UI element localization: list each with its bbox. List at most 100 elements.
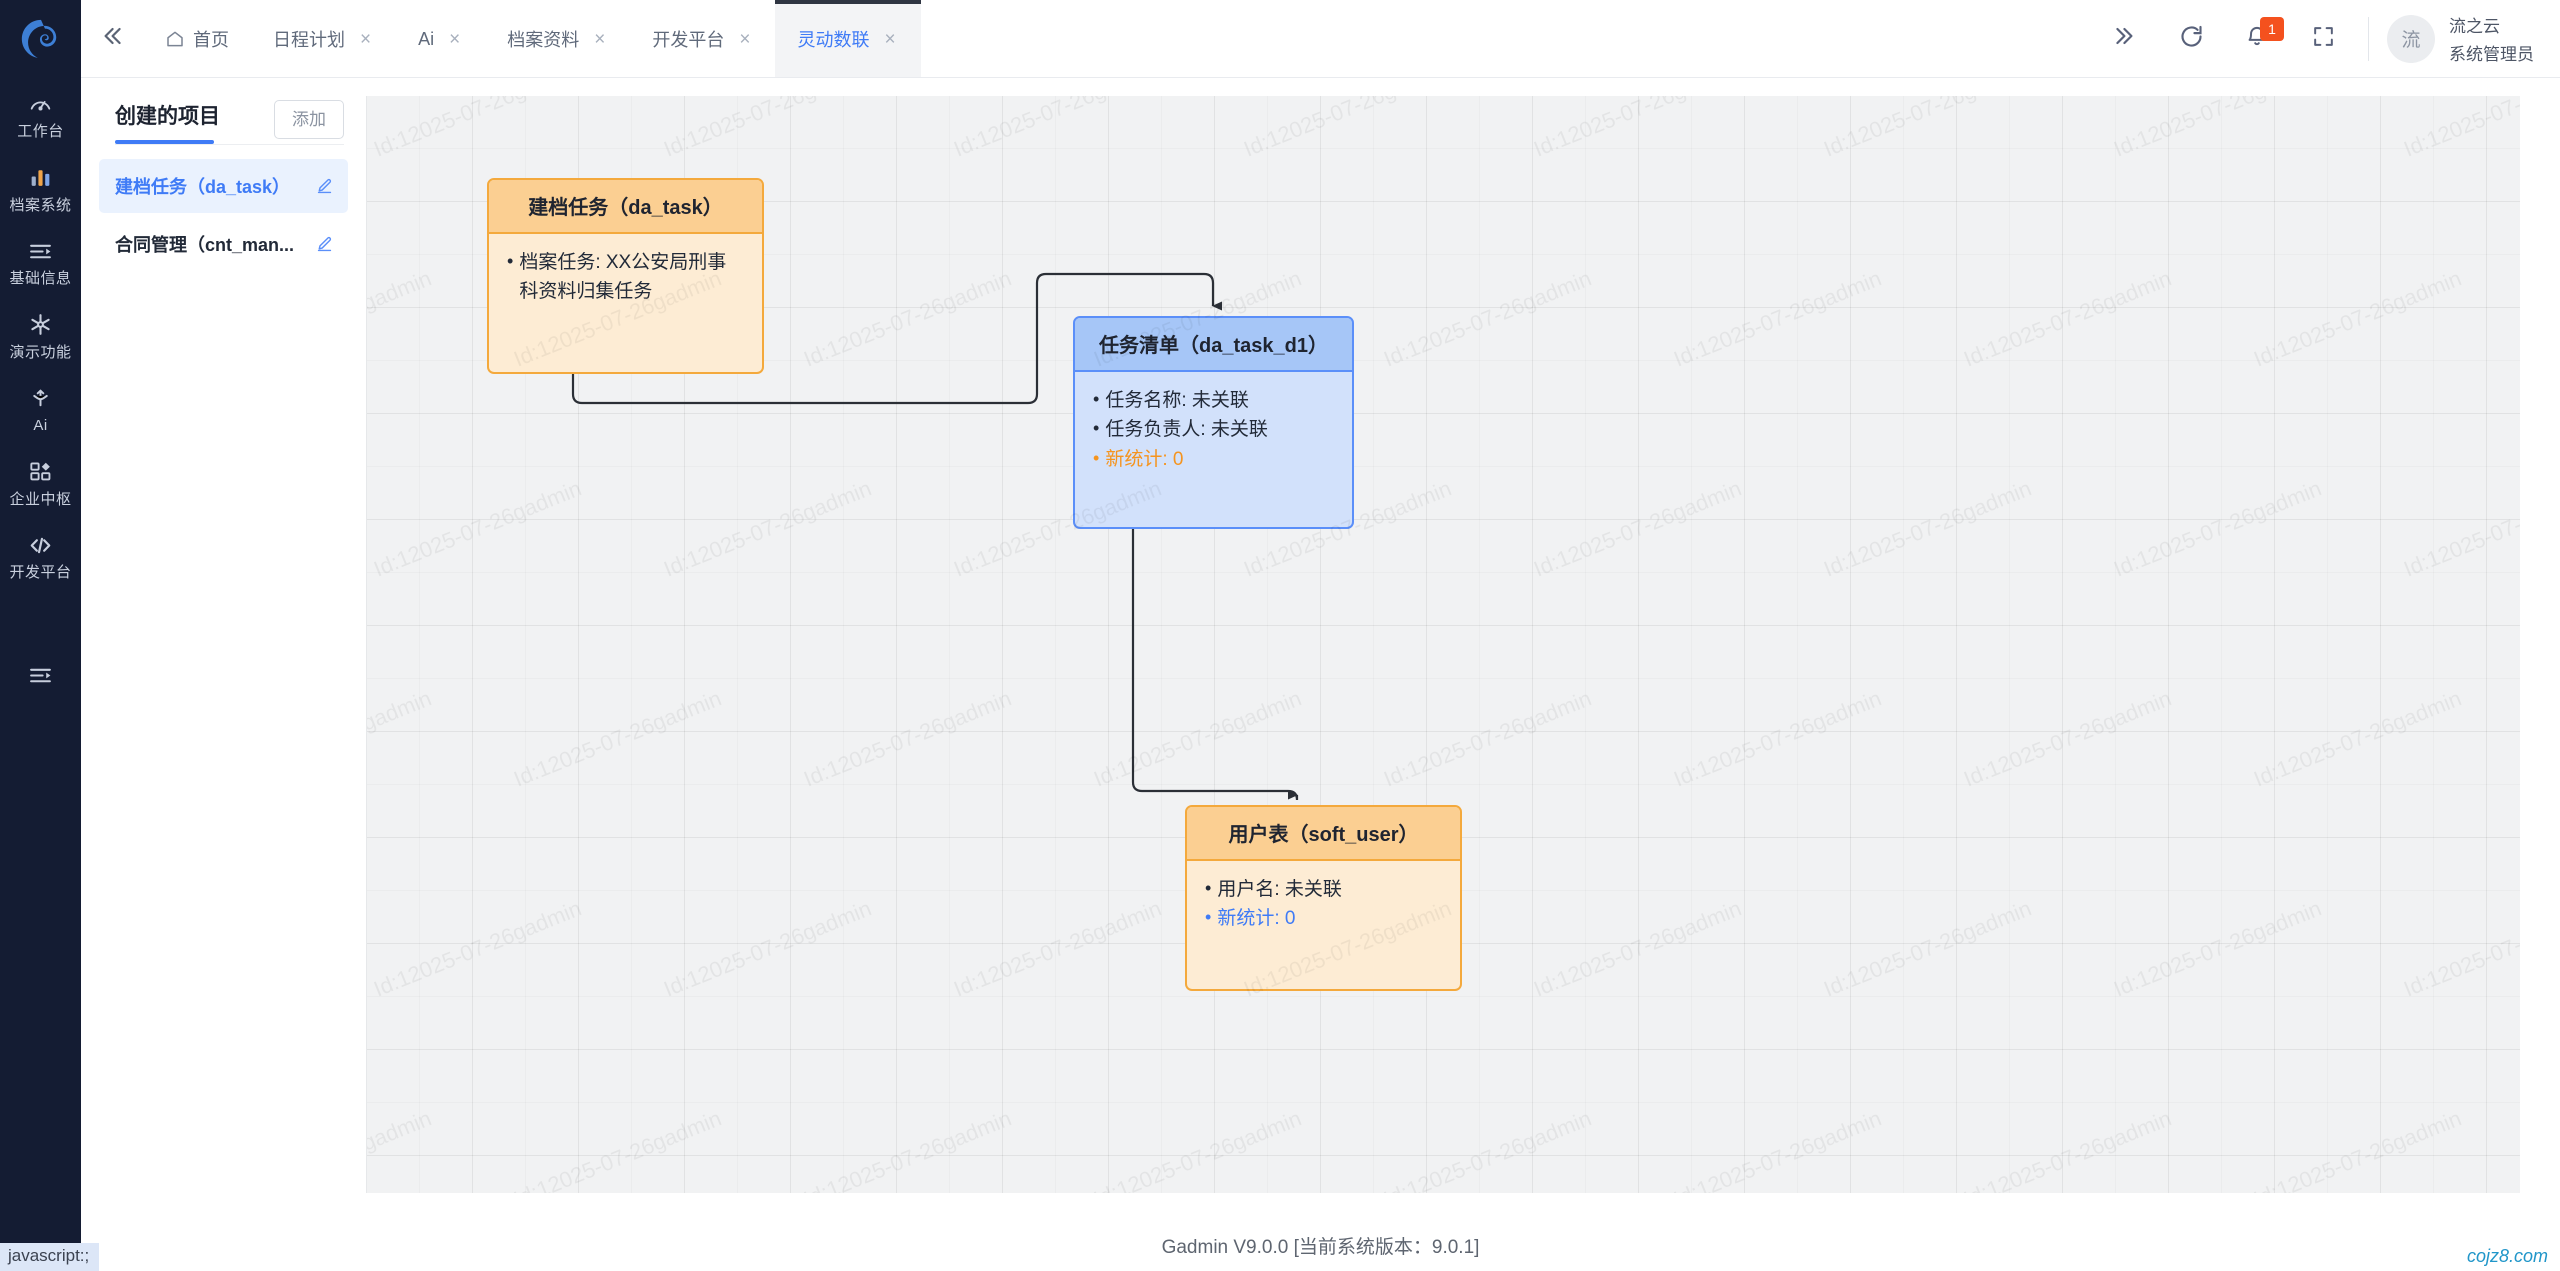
diagram-edges <box>571 272 1299 801</box>
edge-da-task-d1-to-soft-user <box>1131 529 1299 801</box>
sidebar-item-企业中枢[interactable]: 企业中枢 <box>0 446 81 520</box>
refresh-button[interactable] <box>2158 0 2224 78</box>
bullet-icon: • <box>1205 878 1212 898</box>
tab-灵动数联[interactable]: 灵动数联 × <box>775 0 921 77</box>
node-field: • 任务名称: 未关联 <box>1093 386 1334 415</box>
sidebar-item-演示功能[interactable]: 演示功能 <box>0 299 81 373</box>
diagram-node-da-task-d1[interactable]: 任务清单（da_task_d1） • 任务名称: 未关联 • 任务负责人: 未关… <box>1073 316 1354 529</box>
sidebar-item-ai[interactable]: Ai <box>0 372 81 446</box>
tab-bar: 首页 日程计划 × Ai × 档案资料 × 开发平台 × <box>143 0 2092 77</box>
tab-close-icon[interactable]: × <box>449 28 461 50</box>
tab-close-icon[interactable]: × <box>594 28 606 50</box>
diagram-node-soft-user[interactable]: 用户表（soft_user） • 用户名: 未关联 • 新统计: 0 <box>1185 805 1462 991</box>
tab-label: 开发平台 <box>652 30 725 50</box>
sidebar-item-档案系统[interactable]: 档案系统 <box>0 152 81 226</box>
double-chevron-right-icon <box>2111 22 2139 55</box>
sidebar-collapse-button[interactable] <box>81 0 143 77</box>
sidebar-item-label: Ai <box>33 417 48 434</box>
list-play-icon <box>28 238 54 264</box>
tab-label: 首页 <box>193 30 229 50</box>
tab-close-icon[interactable]: × <box>360 28 372 50</box>
add-project-button[interactable]: 添加 <box>274 100 344 139</box>
main-area: 首页 日程计划 × Ai × 档案资料 × 开发平台 × <box>81 0 2560 1271</box>
sidebar-item-label: 开发平台 <box>9 564 72 581</box>
home-icon <box>165 29 185 49</box>
code-brackets-icon <box>28 532 54 558</box>
more-tabs-button[interactable] <box>2092 0 2158 78</box>
sidebar-item-label: 演示功能 <box>9 343 72 361</box>
tab-close-icon[interactable]: × <box>884 28 896 50</box>
header-actions: 1 流 流之云 系统管理员 <box>2092 0 2560 77</box>
content-body: 创建的项目 添加 建档任务（da_task） 合同管理（cnt_m <box>81 78 2560 1219</box>
bullet-icon: • <box>1093 389 1100 409</box>
notifications-button[interactable]: 1 <box>2224 0 2290 78</box>
user-menu[interactable]: 流 流之云 系统管理员 <box>2387 12 2534 65</box>
footer: Gadmin V9.0.0 [当前系统版本：9.0.1] cojz8.com <box>81 1219 2560 1271</box>
pencil-edit-icon[interactable] <box>307 177 334 196</box>
tab-ai[interactable]: Ai × <box>396 0 485 77</box>
tab-label: Ai <box>418 28 435 49</box>
browser-status-bar: javascript:; <box>0 1243 100 1271</box>
project-panel: 创建的项目 添加 建档任务（da_task） 合同管理（cnt_m <box>81 78 366 1219</box>
sidebar-item-label: 档案系统 <box>9 196 72 214</box>
node-body: • 用户名: 未关联 • 新统计: 0 <box>1187 861 1460 989</box>
sidebar-item-基础信息[interactable]: 基础信息 <box>0 225 81 299</box>
tab-close-icon[interactable]: × <box>739 28 751 50</box>
node-field: • 用户名: 未关联 <box>1205 875 1442 904</box>
pencil-edit-icon[interactable] <box>307 235 334 254</box>
node-field-text: 新统计: 0 <box>1217 908 1296 930</box>
node-body: • 档案任务: XX公安局刑事科资料归集任务 <box>489 234 762 372</box>
node-field-text: 档案任务: XX公安局刑事科资料归集任务 <box>519 252 727 303</box>
node-field-text: 新统计: 0 <box>1105 448 1184 470</box>
bullet-icon: • <box>1093 447 1100 468</box>
node-body: • 任务名称: 未关联 • 任务负责人: 未关联 • 新统计: 0 <box>1075 372 1352 527</box>
tab-label: 灵动数联 <box>797 30 870 50</box>
user-role: 系统管理员 <box>2449 45 2534 64</box>
tab-label: 档案资料 <box>507 30 580 50</box>
bullet-icon: • <box>1093 418 1100 439</box>
list-play-icon <box>28 663 54 689</box>
tab-日程计划[interactable]: 日程计划 × <box>251 0 396 77</box>
top-header: 首页 日程计划 × Ai × 档案资料 × 开发平台 × <box>81 0 2560 78</box>
sidebar-item-label: 企业中枢 <box>9 490 72 508</box>
node-title: 建档任务（da_task） <box>489 180 762 234</box>
panel-divider <box>115 144 344 145</box>
project-panel-header: 创建的项目 添加 <box>81 100 366 144</box>
user-info: 流之云 系统管理员 <box>2449 12 2534 65</box>
project-list: 建档任务（da_task） 合同管理（cnt_man... <box>81 145 366 271</box>
bullet-icon: • <box>1205 907 1212 928</box>
avatar: 流 <box>2387 14 2435 63</box>
sidebar-item-开发平台[interactable]: 开发平台 <box>0 519 81 593</box>
node-field: • 任务负责人: 未关联 <box>1093 415 1334 444</box>
tab-开发平台[interactable]: 开发平台 × <box>630 0 775 77</box>
sidebar-collapse-toggle[interactable] <box>0 653 81 699</box>
diagram-node-da-task[interactable]: 建档任务（da_task） • 档案任务: XX公安局刑事科资料归集任务 <box>487 178 764 374</box>
sidebar-item-label: 基础信息 <box>9 270 72 287</box>
tab-首页[interactable]: 首页 <box>143 0 251 77</box>
project-name: 建档任务（da_task） <box>115 177 291 197</box>
user-name: 流之云 <box>2449 17 2500 36</box>
sidebar-item-label: 工作台 <box>17 123 64 140</box>
double-chevron-left-icon <box>98 22 126 55</box>
node-title: 任务清单（da_task_d1） <box>1075 318 1352 372</box>
footer-version-text: Gadmin V9.0.0 [当前系统版本：9.0.1] <box>1161 1236 1480 1258</box>
list-item[interactable]: 合同管理（cnt_man... <box>99 217 348 271</box>
node-field: • 新统计: 0 <box>1205 904 1442 933</box>
footer-brand: cojz8.com <box>2466 1246 2548 1266</box>
refresh-icon <box>2178 23 2205 55</box>
tab-档案资料[interactable]: 档案资料 × <box>485 0 630 77</box>
project-panel-tab[interactable]: 创建的项目 <box>115 100 220 144</box>
list-item[interactable]: 建档任务（da_task） <box>99 159 348 213</box>
main-sidebar: 工作台 档案系统 基础信息 <box>0 0 81 1271</box>
header-divider <box>2368 16 2369 61</box>
fullscreen-button[interactable] <box>2290 0 2356 78</box>
node-field: • 档案任务: XX公安局刑事科资料归集任务 <box>507 248 744 307</box>
fullscreen-icon <box>2311 24 2336 54</box>
sidebar-item-工作台[interactable]: 工作台 <box>0 78 81 152</box>
app-logo[interactable] <box>0 0 81 78</box>
bullet-icon: • <box>507 251 514 271</box>
edge-da-task-to-da-task-d1 <box>571 272 1222 405</box>
